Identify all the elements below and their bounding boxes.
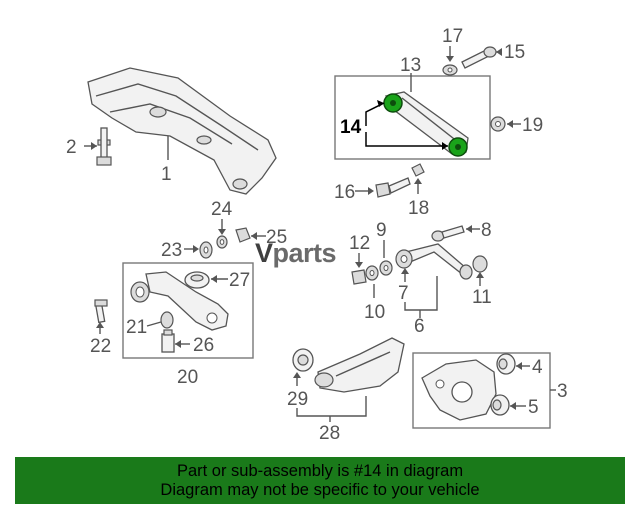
link-26-part[interactable]	[161, 329, 175, 353]
bushing-4-part[interactable]	[496, 353, 516, 375]
nut-17-part[interactable]	[442, 64, 458, 76]
logo-text: parts	[272, 238, 337, 268]
washer-23-part[interactable]	[199, 241, 213, 259]
banner-line-1: Part or sub-assembly is #14 in diagram	[176, 462, 464, 480]
callout-11: 11	[472, 287, 492, 308]
callout-27: 27	[229, 270, 250, 291]
link-21-part[interactable]	[160, 311, 174, 329]
washer-18-part[interactable]	[411, 163, 425, 177]
bolt-16-part[interactable]	[375, 177, 411, 198]
callout-24: 24	[211, 199, 233, 220]
callout-12: 12	[349, 233, 370, 254]
bushing-11-part[interactable]	[472, 255, 488, 273]
washer-24-part[interactable]	[216, 235, 228, 249]
washer-9-part[interactable]	[379, 260, 393, 276]
nut-25-part[interactable]	[235, 227, 251, 243]
callout-15: 15	[504, 42, 525, 63]
knuckle-3-part[interactable]	[421, 359, 497, 421]
callout-13: 13	[400, 55, 421, 76]
bushing-29-part[interactable]	[292, 348, 314, 372]
callout-14: 14	[340, 117, 362, 138]
bushing-14-upper[interactable]	[383, 93, 403, 113]
callout-7: 7	[398, 283, 409, 304]
arm-13-box	[334, 75, 491, 160]
arm-20-box	[122, 262, 254, 359]
callout-18: 18	[408, 198, 429, 219]
callout-26: 26	[193, 335, 214, 356]
callout-4: 4	[532, 357, 543, 378]
washer-10-part[interactable]	[365, 265, 379, 281]
callout-6: 6	[414, 316, 425, 337]
callout-8: 8	[481, 220, 492, 241]
callout-22: 22	[90, 336, 111, 357]
lower-arm-20-part[interactable]	[130, 271, 229, 331]
link-6-part[interactable]	[395, 243, 473, 280]
callout-1: 1	[161, 164, 172, 185]
parts-diagram: 1 2 13 14 17 15	[66, 26, 568, 444]
spring-seat-27-part[interactable]	[184, 271, 210, 289]
callout-10: 10	[364, 302, 385, 323]
callout-2: 2	[66, 137, 77, 158]
nut-19-part[interactable]	[490, 116, 506, 132]
vparts-logo: Vparts	[255, 238, 337, 269]
logo-v: V	[255, 238, 273, 268]
bolt-15-part[interactable]	[461, 46, 497, 69]
info-banner: Part or sub-assembly is #14 in diagram D…	[15, 457, 625, 504]
callout-25: 25	[266, 227, 287, 248]
banner-line-2: Diagram may not be specific to your vehi…	[160, 481, 480, 499]
callout-28: 28	[319, 423, 340, 444]
callout-20: 20	[177, 367, 198, 388]
bolt-8-part[interactable]	[431, 225, 465, 242]
trailing-arm-28-part[interactable]	[314, 337, 405, 393]
bolt-2-part[interactable]	[96, 127, 112, 166]
callout-21: 21	[126, 317, 147, 338]
callout-17: 17	[442, 26, 463, 47]
callout-3: 3	[557, 381, 568, 402]
bushing-14-lower[interactable]	[448, 137, 468, 157]
callout-23: 23	[161, 240, 182, 261]
callout-29: 29	[287, 389, 308, 410]
callout-16: 16	[334, 182, 355, 203]
callout-19: 19	[522, 115, 543, 136]
callout-9: 9	[376, 220, 387, 241]
bolt-22-part[interactable]	[94, 299, 108, 324]
nut-12-part[interactable]	[351, 269, 367, 285]
callout-5: 5	[528, 397, 539, 418]
crossmember-part[interactable]	[87, 67, 277, 195]
bushing-5-part[interactable]	[490, 394, 510, 416]
